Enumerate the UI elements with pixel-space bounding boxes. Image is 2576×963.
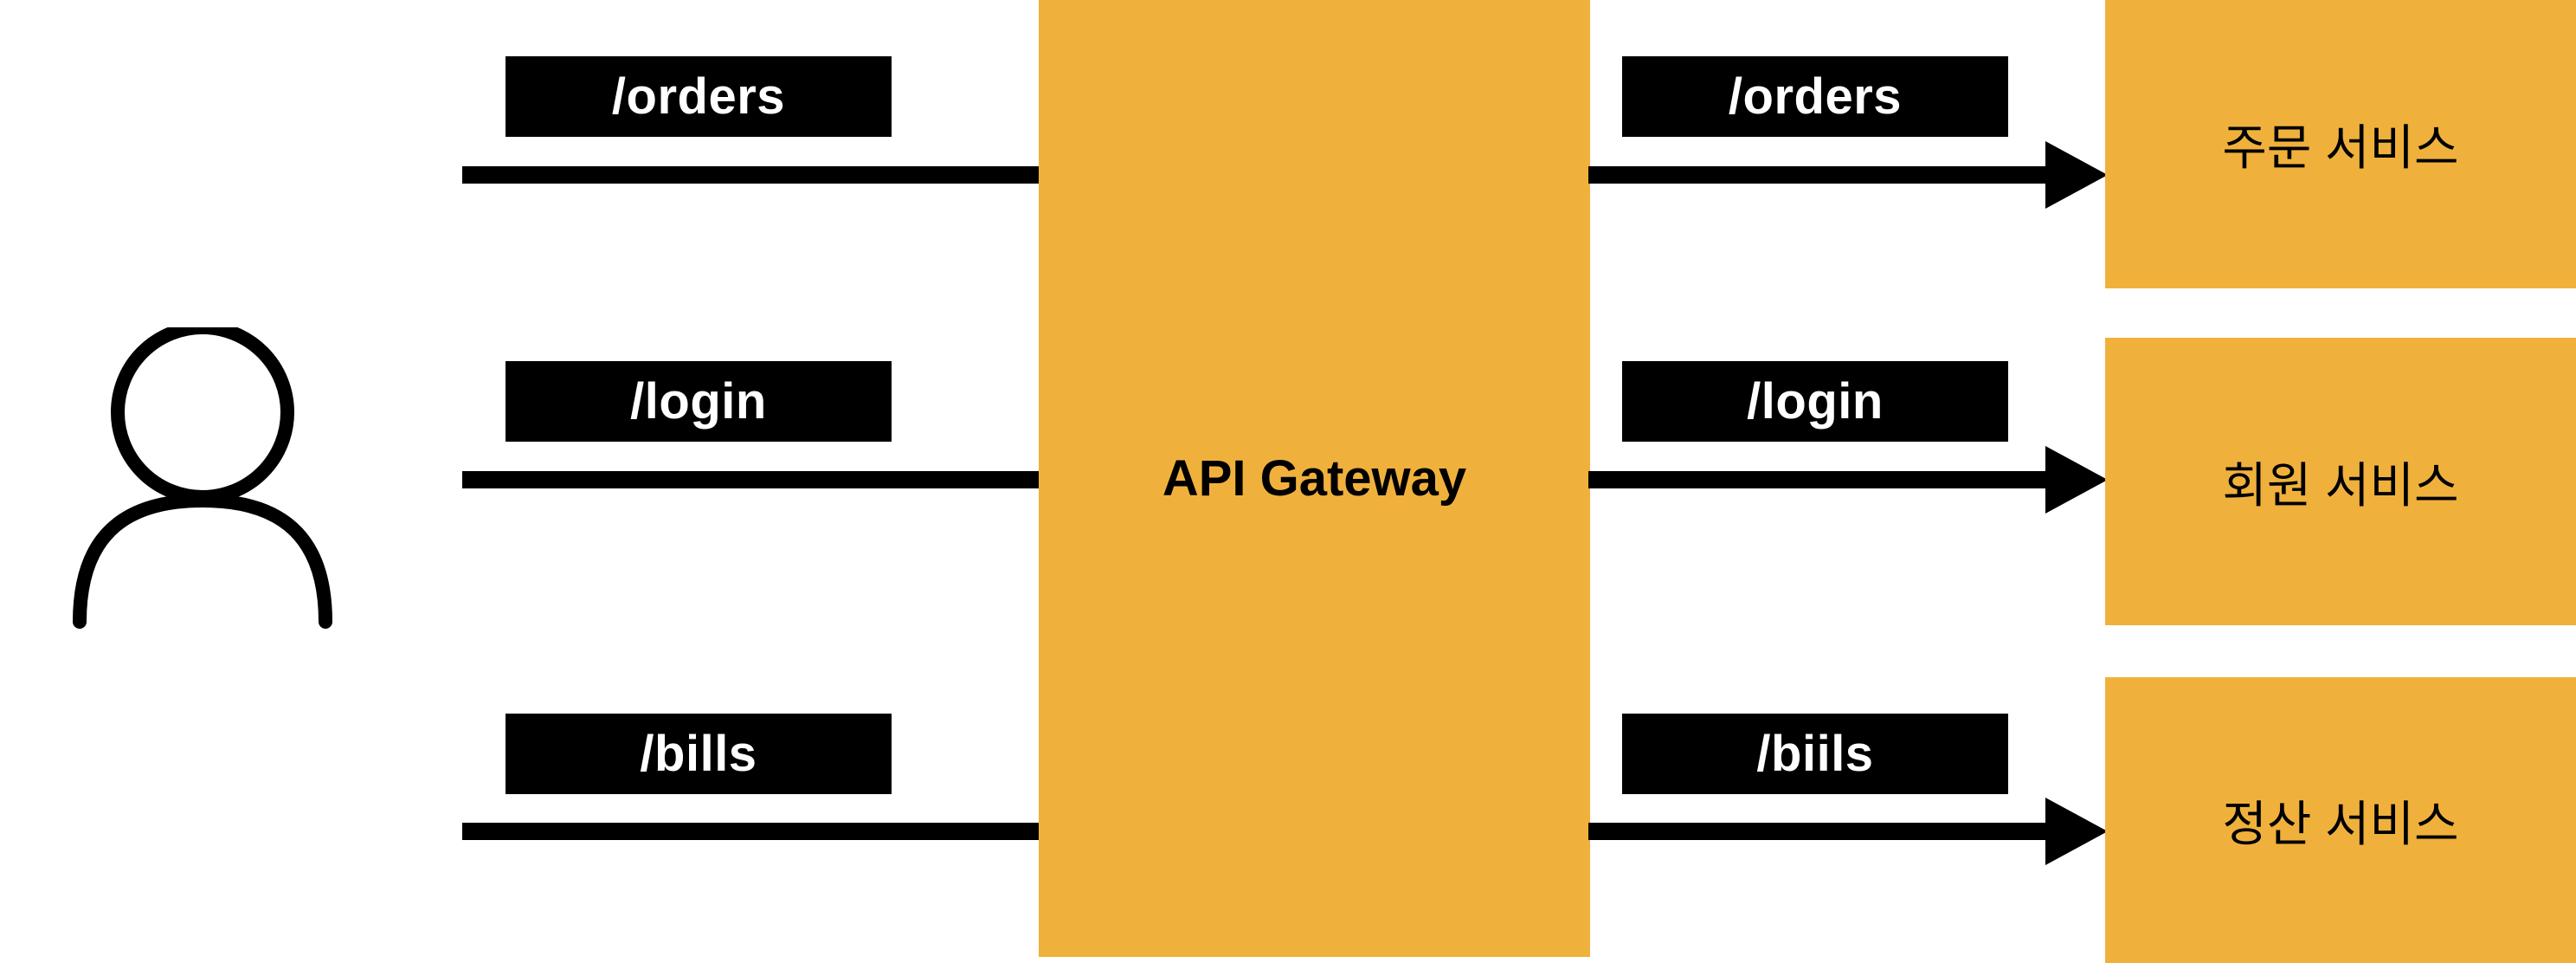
outgoing-orders-label: /orders — [1622, 56, 2008, 137]
incoming-bills-label: /bills — [506, 714, 892, 794]
user-icon — [66, 320, 339, 632]
orders-service-label: 주문 서비스 — [2222, 120, 2459, 175]
outgoing-bills-label: /biils — [1622, 714, 2008, 794]
incoming-bills-line — [462, 823, 1040, 840]
incoming-login-label: /login — [506, 361, 892, 442]
incoming-login-line — [462, 471, 1040, 488]
incoming-orders-line — [462, 166, 1040, 184]
orders-arrow-head-icon — [2045, 141, 2108, 209]
outgoing-login-label: /login — [1622, 361, 2008, 442]
orders-service-box: 주문 서비스 — [2105, 0, 2576, 288]
billing-service-box: 정산 서비스 — [2105, 677, 2576, 963]
bills-arrow-head-icon — [2045, 798, 2108, 865]
billing-service-label: 정산 서비스 — [2222, 796, 2459, 851]
outgoing-orders-line — [1588, 166, 2071, 184]
login-arrow-head-icon — [2045, 446, 2108, 514]
outgoing-bills-line — [1588, 823, 2071, 840]
api-gateway-label: API Gateway — [1162, 450, 1467, 507]
outgoing-login-line — [1588, 471, 2071, 488]
api-gateway-box: API Gateway — [1039, 0, 1590, 957]
incoming-orders-label: /orders — [506, 56, 892, 137]
members-service-box: 회원 서비스 — [2105, 338, 2576, 625]
members-service-label: 회원 서비스 — [2222, 457, 2459, 513]
